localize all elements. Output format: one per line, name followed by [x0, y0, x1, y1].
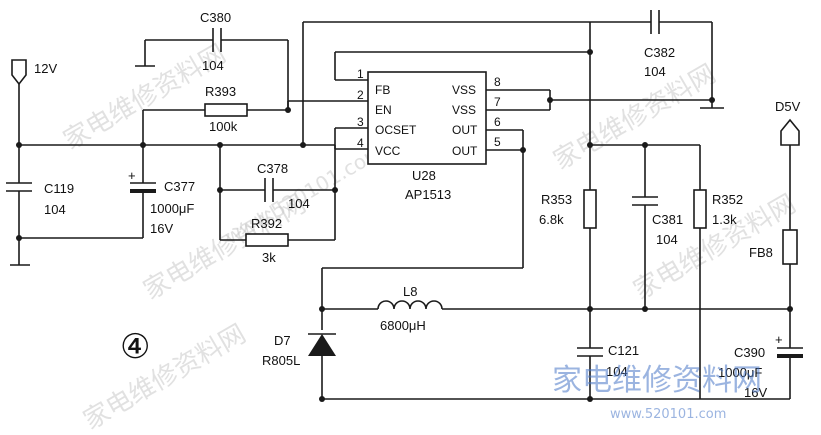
l8-ref: L8 [403, 284, 417, 299]
c381-value: 104 [656, 232, 678, 247]
ic-pin8-name: VSS [452, 83, 476, 97]
watermark-text-2: 家电维修资料网 [549, 59, 722, 176]
svg-text:+: + [128, 168, 136, 183]
svg-text:+: + [775, 332, 783, 347]
input-port-label: 12V [34, 61, 57, 76]
c121-ref: C121 [608, 343, 639, 358]
input-port-12v: 12V [11, 59, 57, 145]
capacitor-c380: C380 104 [135, 10, 289, 110]
r352-value: 1.3k [712, 212, 737, 227]
resistor-r353: R353 6.8k [539, 142, 597, 348]
c121-value: 104 [606, 364, 628, 379]
r353-ref: R353 [541, 192, 572, 207]
resistor-r393: R393 100k [143, 84, 288, 134]
c119-ref: C119 [44, 181, 74, 196]
ic-pin2-name: EN [375, 103, 392, 117]
watermark-logo-url: www.520101.com [610, 407, 726, 422]
c390-voltage: 16V [744, 385, 767, 400]
c378-ref: C378 [257, 161, 288, 176]
ic-pin1-name: FB [375, 83, 390, 97]
c377-ref: C377 [164, 179, 195, 194]
ic-pin6-num: 6 [494, 115, 501, 129]
ic-pin4-name: VCC [375, 144, 401, 158]
ic-pin2-num: 2 [357, 88, 364, 102]
capacitor-c382: C382 104 [590, 10, 712, 79]
c381-ref: C381 [652, 212, 683, 227]
inductor-l8: L8 6800μH [322, 284, 790, 333]
d7-value: R805L [262, 353, 300, 368]
c380-value: 104 [202, 58, 224, 73]
c377-value: 1000μF [150, 201, 194, 216]
r392-ref: R392 [251, 216, 282, 231]
ic-pin3-num: 3 [357, 115, 364, 129]
watermark-url: www.520101.com [221, 139, 388, 249]
c390-ref: C390 [734, 345, 765, 360]
ic-part: AP1513 [405, 187, 451, 202]
capacitor-c381: C381 104 [632, 145, 683, 309]
ic-ref: U28 [412, 168, 436, 183]
c377-voltage: 16V [150, 221, 173, 236]
ic-u28: 1 2 3 4 FB EN OCSET VCC VSS VSS OUT OUT … [357, 67, 501, 202]
watermark-logo-text: 家电维修资料网 [552, 363, 762, 398]
section-marker: ④ [120, 328, 150, 366]
capacitor-c390: + C390 1000μF 16V [718, 332, 803, 400]
ic-pin7-name: VSS [452, 103, 476, 117]
output-port-label: D5V [775, 99, 801, 114]
capacitor-c119: C119 104 [6, 145, 74, 266]
capacitor-c121: C121 104 [577, 343, 639, 399]
diode-d7: D7 R805L [262, 268, 336, 402]
r393-value: 100k [209, 119, 238, 134]
c119-value: 104 [44, 202, 66, 217]
r352-ref: R352 [712, 192, 743, 207]
ic-pin8-num: 8 [494, 75, 501, 89]
r393-ref: R393 [205, 84, 236, 99]
c390-value: 1000μF [718, 365, 762, 380]
c382-ref: C382 [644, 45, 675, 60]
ic-pin7-num: 7 [494, 95, 501, 109]
ic-pin5-name: OUT [452, 144, 478, 158]
ic-pin6-name: OUT [452, 123, 478, 137]
capacitor-c377: + C377 1000μF 16V [128, 110, 195, 238]
c380-ref: C380 [200, 10, 231, 25]
watermark-logo: 家电维修资料网 www.520101.com [552, 363, 762, 422]
ferrite-fb8: FB8 [749, 229, 798, 348]
ic-pin4-num: 4 [357, 136, 364, 150]
r392-value: 3k [262, 250, 276, 265]
ic-pin1-num: 1 [357, 67, 364, 81]
c378-value: 104 [288, 196, 310, 211]
ic-pin3-name: OCSET [375, 123, 417, 137]
r353-value: 6.8k [539, 212, 564, 227]
fb8-ref: FB8 [749, 245, 773, 260]
c382-value: 104 [644, 64, 666, 79]
output-port-d5v: D5V [775, 99, 801, 230]
resistor-r352: R352 1.3k [693, 145, 743, 399]
watermark-text-5: 家电维修资料网 [79, 319, 252, 435]
resistor-r392: R392 3k [220, 216, 335, 265]
ic-pin5-num: 5 [494, 135, 501, 149]
d7-ref: D7 [274, 333, 291, 348]
l8-value: 6800μH [380, 318, 426, 333]
